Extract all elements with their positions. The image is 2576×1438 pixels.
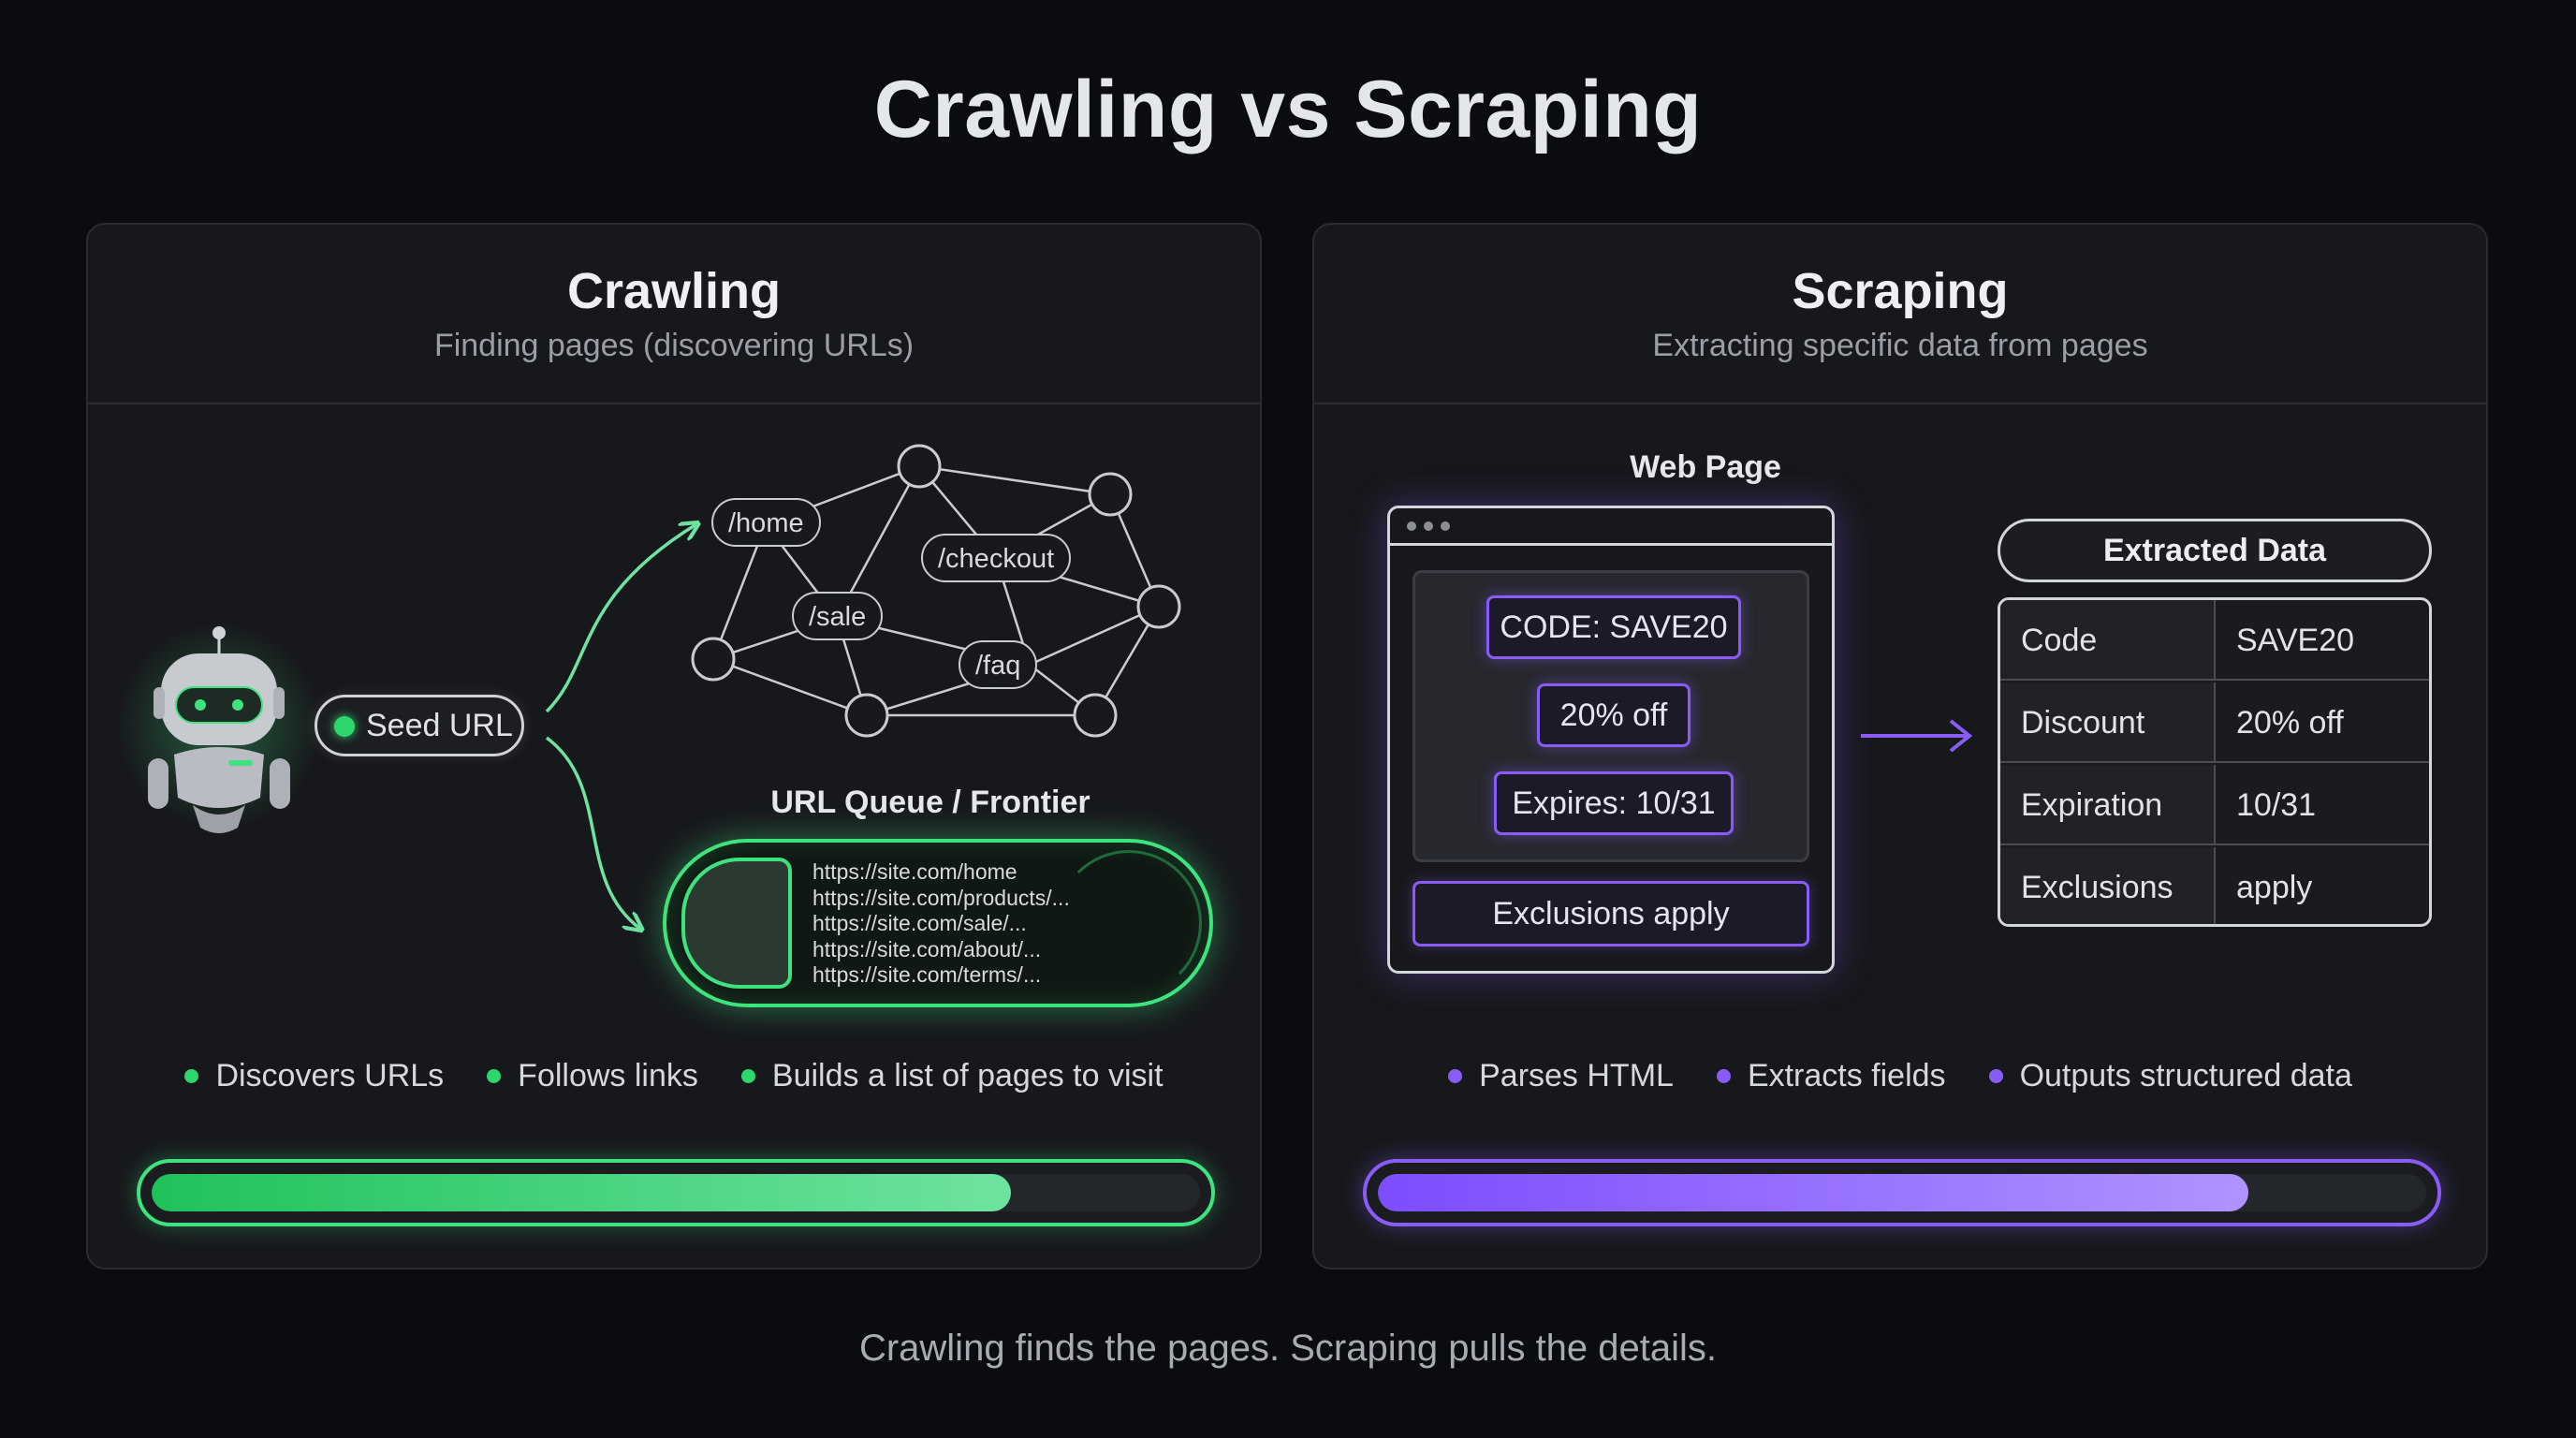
- scraping-progress-bar: [1363, 1159, 2441, 1226]
- table-key: Code: [2000, 600, 2216, 679]
- table-row: Expiration 10/31: [2000, 765, 2429, 845]
- bullet-text: Follows links: [518, 1058, 698, 1093]
- crawling-progress-bar: [137, 1159, 1215, 1226]
- exclusions-field: Exclusions apply: [1412, 881, 1809, 946]
- bullet-text: Parses HTML: [1479, 1058, 1674, 1093]
- arrow-right-icon: [1861, 719, 1973, 753]
- queue-url-list: https://site.com/home https://site.com/p…: [812, 859, 1070, 989]
- seed-url-label: Seed URL: [366, 708, 513, 743]
- bullet-dot-icon: [184, 1069, 199, 1083]
- web-page-content: CODE: SAVE20 20% off Expires: 10/31: [1412, 570, 1809, 862]
- table-row: Discount 20% off: [2000, 682, 2429, 763]
- table-value: 20% off: [2236, 705, 2344, 741]
- table-row: Code SAVE20: [2000, 600, 2429, 681]
- extracted-data-table: Code SAVE20 Discount 20% off Expiration …: [1998, 597, 2432, 927]
- web-page-mockup: CODE: SAVE20 20% off Expires: 10/31 Excl…: [1387, 506, 1835, 974]
- queue-handle: [681, 858, 792, 989]
- crawling-panel: Crawling Finding pages (discovering URLs…: [86, 223, 1262, 1269]
- queue-url: https://site.com/products/...: [812, 885, 1070, 910]
- crawl-graphics: [116, 444, 1181, 1067]
- caption: Crawling finds the pages. Scraping pulls…: [858, 1328, 1718, 1369]
- discount-field: 20% off: [1537, 683, 1690, 747]
- queue-url: https://site.com/about/...: [812, 936, 1042, 961]
- bullet-dot-icon: [740, 1069, 755, 1083]
- table-value: SAVE20: [2236, 623, 2355, 658]
- scraping-header: Scraping Extracting specific data from p…: [1314, 225, 2486, 404]
- progress-fill: [152, 1174, 1012, 1211]
- url-queue: https://site.com/home https://site.com/p…: [663, 839, 1213, 1007]
- table-key: Expiration: [2000, 765, 2216, 844]
- crawling-title: Crawling: [566, 263, 782, 319]
- link-network: [711, 464, 1161, 717]
- queue-url: https://site.com/home: [812, 859, 1017, 884]
- bullet-dot-icon: [487, 1069, 502, 1083]
- progress-fill: [1378, 1174, 2248, 1211]
- browser-titlebar: [1390, 508, 1832, 546]
- seed-dot-icon: [334, 716, 355, 737]
- bullet-item: Parses HTML: [1448, 1058, 1674, 1094]
- bullet-item: Follows links: [487, 1058, 698, 1094]
- main-title: Crawling vs Scraping: [873, 65, 1703, 154]
- crawling-header: Crawling Finding pages (discovering URLs…: [88, 225, 1260, 404]
- bullet-item: Extracts fields: [1716, 1058, 1946, 1094]
- table-row: Exclusions apply: [2000, 847, 2429, 924]
- window-dot-icon: [1424, 521, 1433, 531]
- window-dot-icon: [1407, 521, 1416, 531]
- bullet-text: Extracts fields: [1747, 1058, 1946, 1093]
- node-checkout: /checkout: [921, 534, 1072, 582]
- seed-url-pill: Seed URL: [315, 695, 524, 756]
- queue-url: https://site.com/terms/...: [812, 962, 1042, 987]
- node-faq: /faq: [959, 640, 1038, 689]
- bullet-dot-icon: [1448, 1069, 1463, 1083]
- scraping-bullets: Parses HTML Extracts fields Outputs stru…: [1314, 1058, 2486, 1094]
- robot-icon: [116, 623, 322, 833]
- node-home: /home: [711, 498, 821, 547]
- table-key: Exclusions: [2000, 847, 2216, 924]
- bullet-item: Builds a list of pages to visit: [740, 1058, 1164, 1094]
- crawling-bullets: Discovers URLs Follows links Builds a li…: [88, 1058, 1260, 1094]
- code-field: CODE: SAVE20: [1486, 595, 1741, 659]
- bullet-dot-icon: [1988, 1069, 2003, 1083]
- bullet-item: Discovers URLs: [184, 1058, 444, 1094]
- table-value: apply: [2236, 870, 2313, 905]
- queue-label: URL Queue / Frontier: [770, 785, 1090, 820]
- bullet-text: Outputs structured data: [2019, 1058, 2352, 1093]
- node-sale: /sale: [792, 592, 884, 640]
- scraping-panel: Scraping Extracting specific data from p…: [1312, 223, 2488, 1269]
- window-dot-icon: [1441, 521, 1450, 531]
- table-key: Discount: [2000, 682, 2216, 761]
- expiry-field: Expires: 10/31: [1494, 771, 1734, 835]
- scraping-subtitle: Extracting specific data from pages: [1652, 328, 2148, 363]
- extracted-data-header: Extracted Data: [1998, 519, 2432, 582]
- progress-track: [152, 1174, 1200, 1211]
- progress-track: [1378, 1174, 2426, 1211]
- bullet-text: Discovers URLs: [215, 1058, 445, 1093]
- queue-url: https://site.com/sale/...: [812, 911, 1027, 935]
- crawling-subtitle: Finding pages (discovering URLs): [433, 328, 915, 363]
- bullet-dot-icon: [1716, 1069, 1731, 1083]
- bullet-item: Outputs structured data: [1988, 1058, 2352, 1094]
- table-value: 10/31: [2236, 787, 2317, 823]
- queue-loader-icon: [1056, 850, 1202, 996]
- bullet-text: Builds a list of pages to visit: [771, 1058, 1164, 1093]
- web-page-label: Web Page: [1630, 449, 1781, 485]
- network-nodes: [691, 444, 1181, 738]
- scraping-title: Scraping: [1792, 263, 2009, 319]
